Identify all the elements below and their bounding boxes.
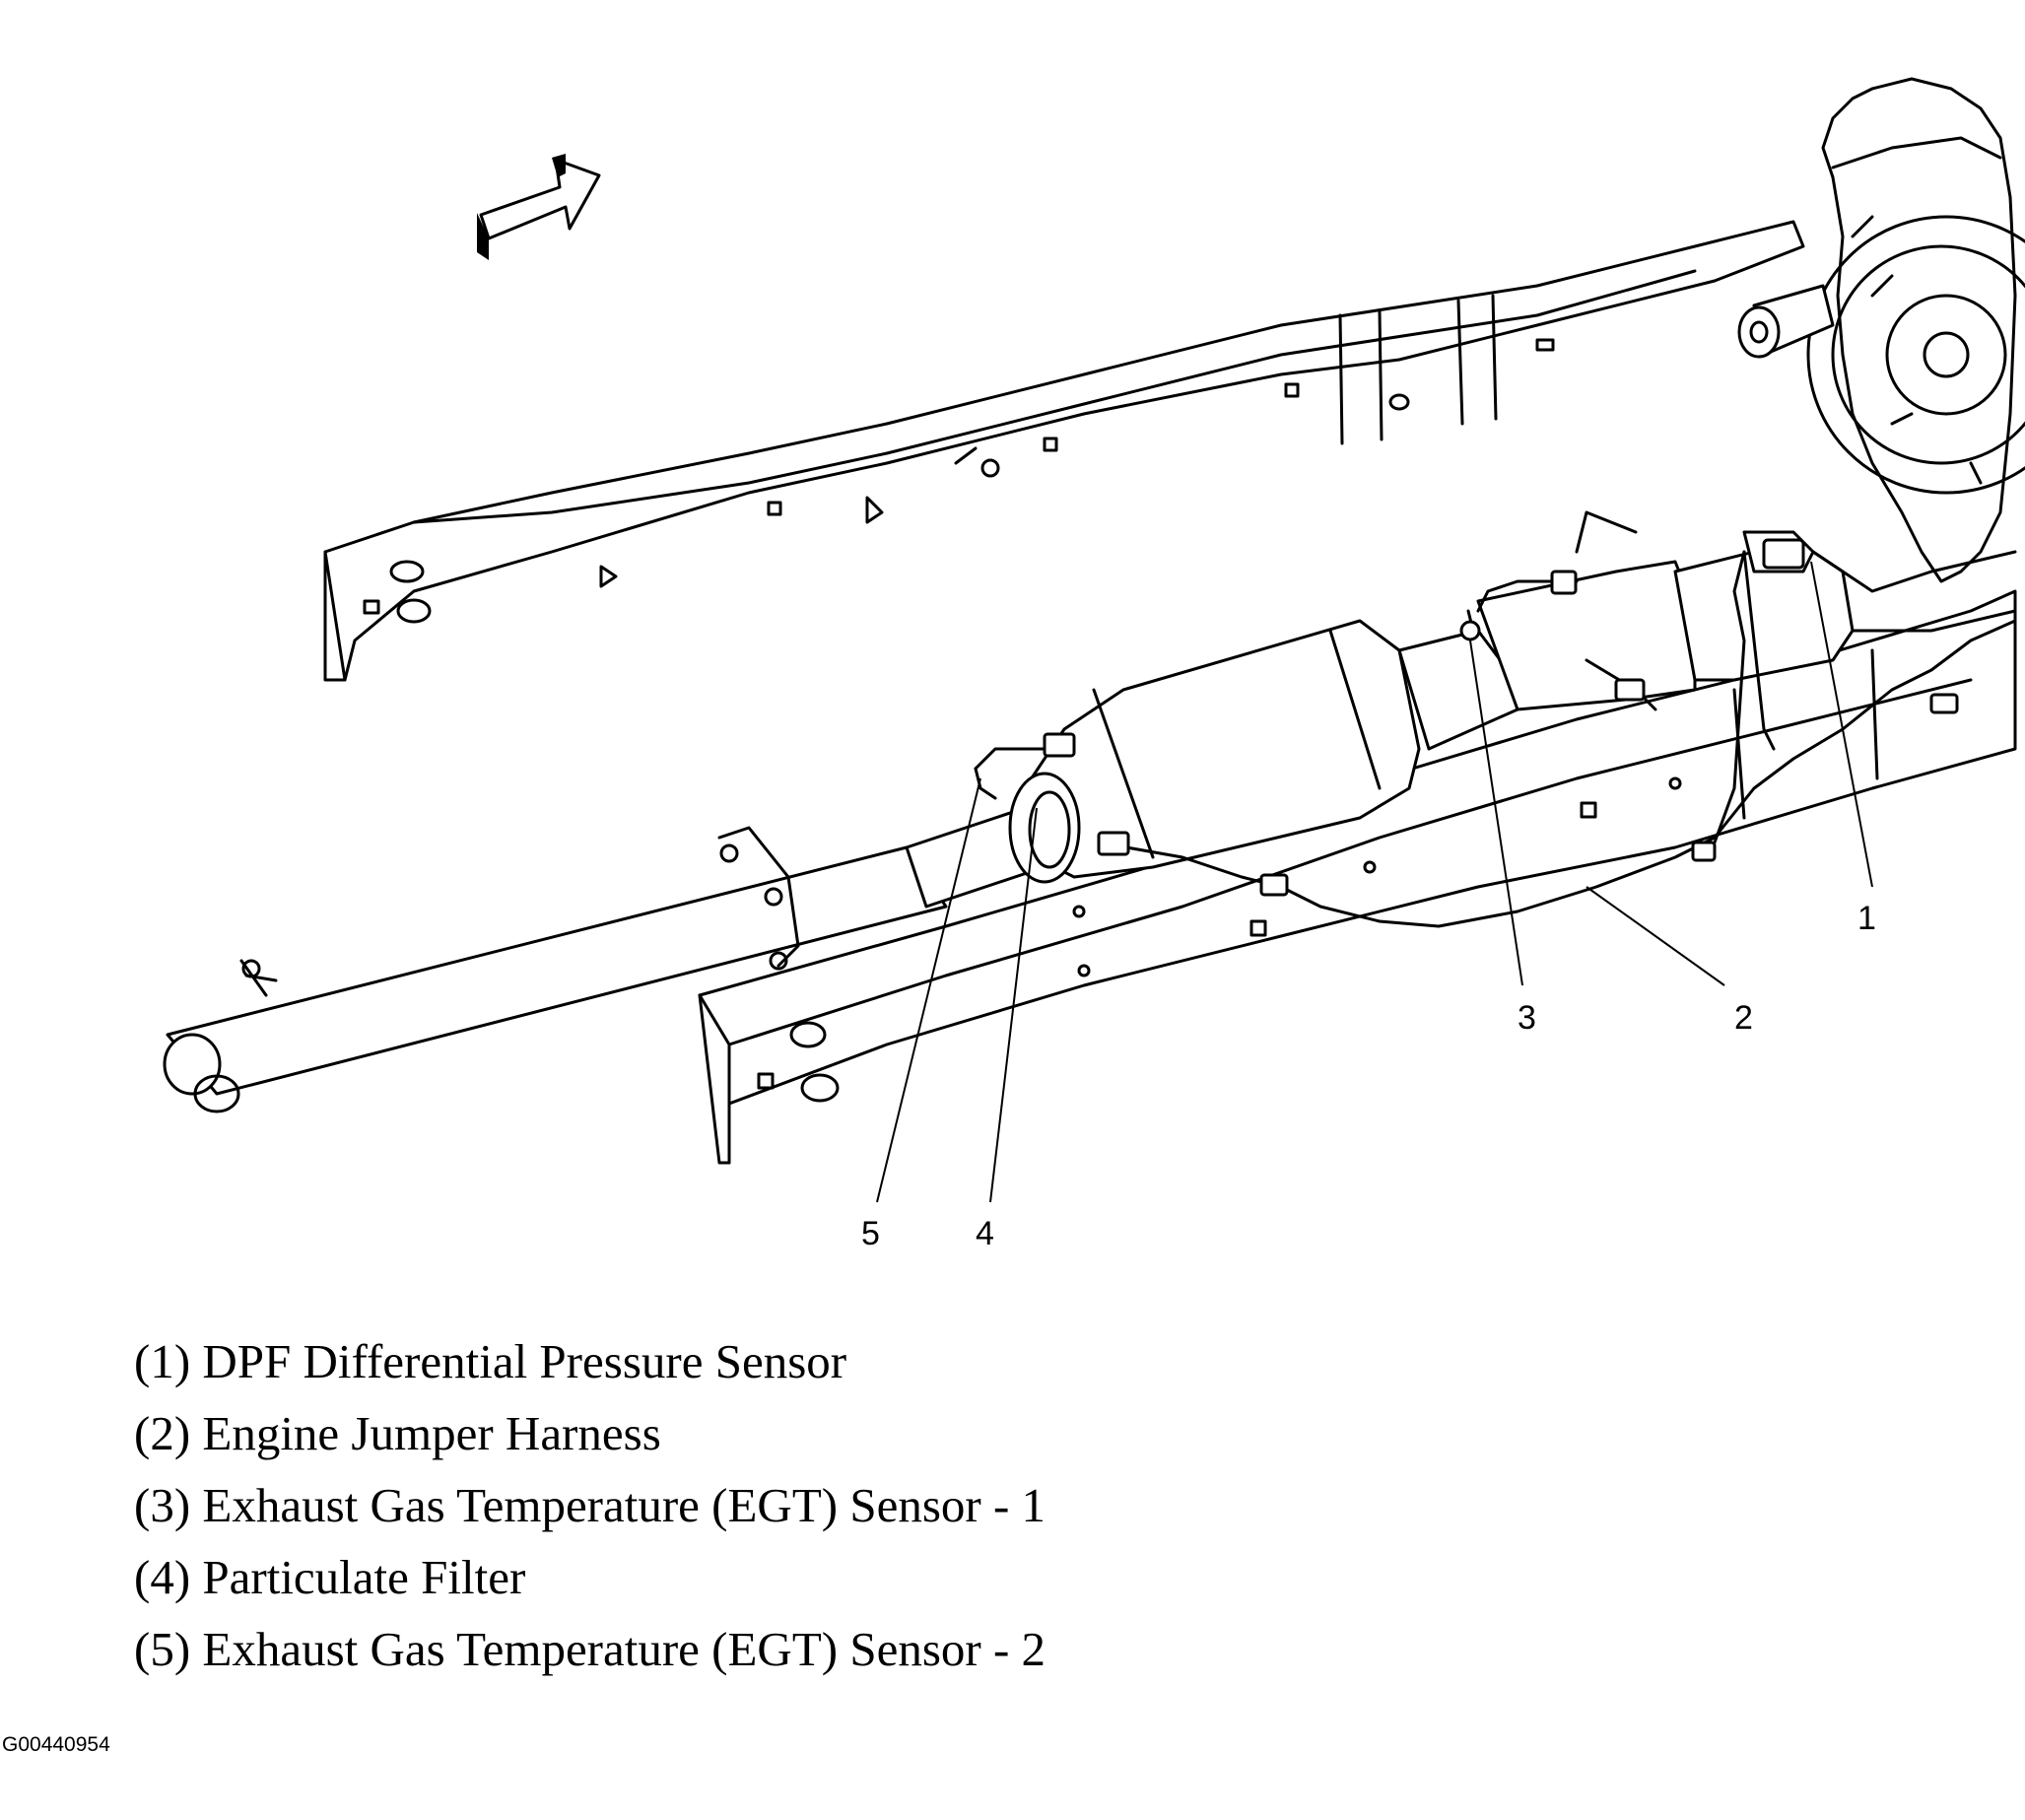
legend-item-2: (2) Engine Jumper Harness: [134, 1406, 661, 1460]
callout-1: 1: [1857, 900, 1876, 937]
callout-5: 5: [861, 1215, 880, 1252]
legend-item-5: (5) Exhaust Gas Temperature (EGT) Sensor…: [134, 1622, 1046, 1676]
particulate-filter: [905, 510, 2017, 909]
engine-transmission: [1737, 77, 2025, 583]
engine-jumper-harness: [974, 530, 2017, 928]
tailpipe: [163, 826, 948, 1113]
legend-item-1: (1) DPF Differential Pressure Sensor: [134, 1334, 847, 1388]
callout-4: 4: [976, 1215, 994, 1252]
leader-lines: [876, 561, 1873, 1203]
front-direction-arrow-icon: [477, 154, 601, 260]
upper-frame-rail: [323, 220, 1805, 682]
component-legend: (1) DPF Differential Pressure Sensor (2)…: [134, 1325, 1046, 1685]
legend-item-4: (4) Particulate Filter: [134, 1550, 526, 1604]
legend-item-3: (3) Exhaust Gas Temperature (EGT) Sensor…: [134, 1478, 1046, 1532]
figure-id: G00440954: [2, 1733, 110, 1756]
callout-2: 2: [1734, 999, 1753, 1037]
callout-3: 3: [1518, 999, 1536, 1037]
